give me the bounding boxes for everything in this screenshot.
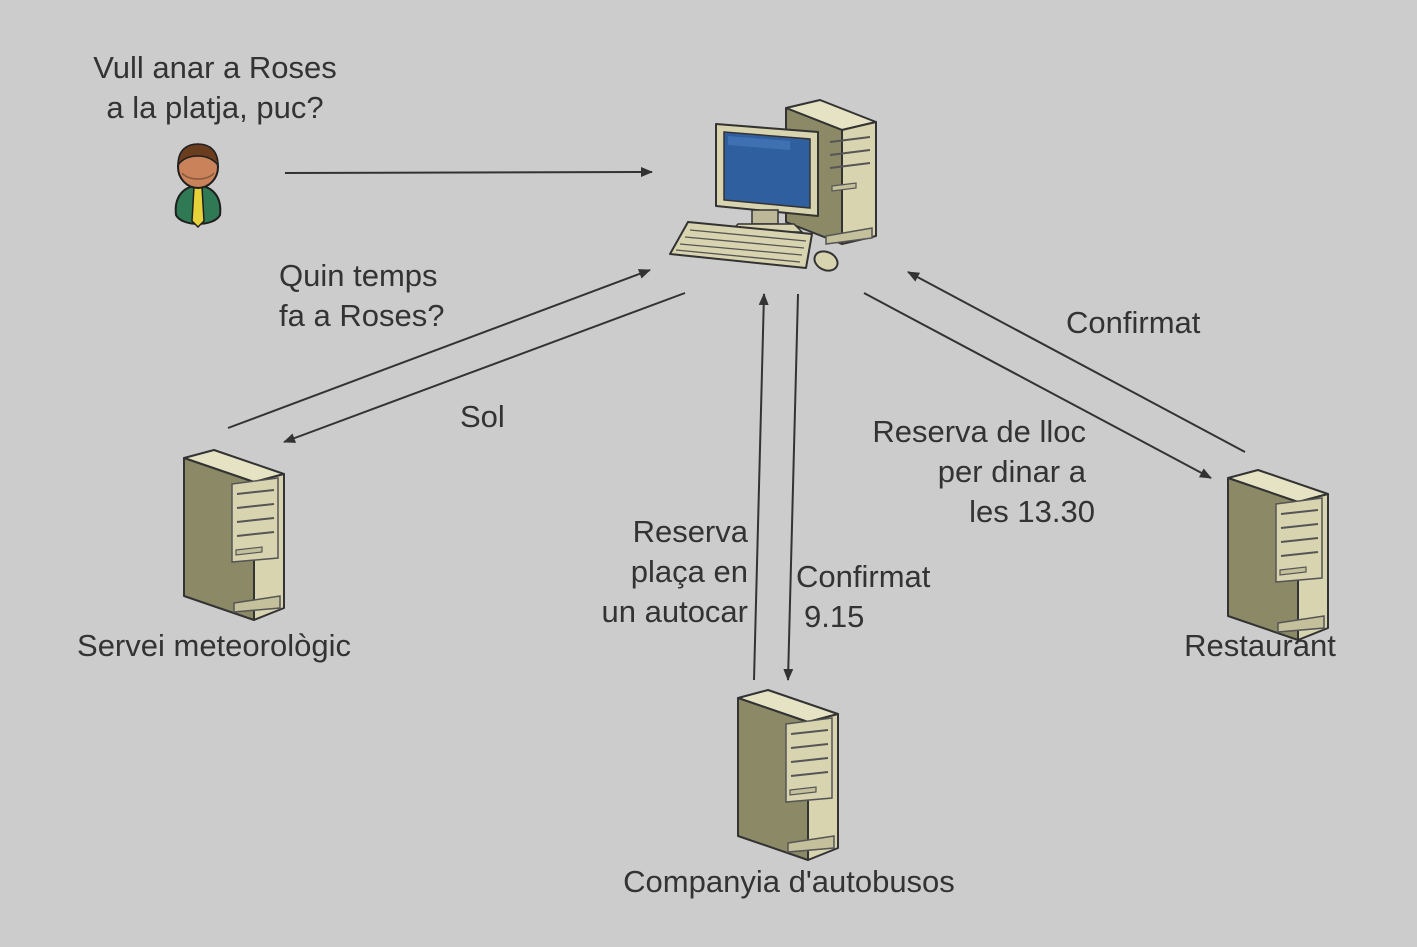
bus-server-icon	[737, 689, 839, 861]
restaurant-server-icon	[1227, 469, 1329, 641]
restaurant-label: Restaurant	[1160, 626, 1360, 666]
bus-reply-label: Confirmat 9.15	[796, 557, 930, 637]
restaurant-reply-line-1: Confirmat	[1066, 305, 1201, 340]
arrow-bus-request	[753, 293, 769, 681]
arrow-weather-reply	[283, 292, 686, 443]
bus-request-line-3: un autocar	[601, 594, 749, 629]
user-icon	[174, 143, 222, 229]
weather-query-label: Quin temps fa a Roses?	[279, 256, 444, 336]
arrow-user-to-computer	[284, 167, 653, 178]
restaurant-request-line-2: per dinar a	[937, 454, 1086, 489]
bus-company-name: Companyia d'autobusos	[623, 864, 955, 899]
arrow-weather-query	[227, 269, 651, 429]
weather-service-name: Servei meteorològic	[77, 628, 351, 663]
bus-request-line-2: plaça en	[630, 554, 748, 589]
restaurant-request-line-1: Reserva de lloc	[872, 414, 1086, 449]
bus-request-label: Reserva plaça en un autocar	[570, 512, 749, 632]
user-request-label: Vull anar a Roses a la platja, puc?	[70, 48, 360, 128]
weather-reply-label: Sol	[460, 397, 505, 437]
weather-query-line-2: fa a Roses?	[279, 298, 445, 333]
arrow-restaurant-request	[863, 292, 1212, 479]
arrow-bus-reply	[783, 293, 799, 681]
bus-reply-line-1: Confirmat	[796, 559, 931, 594]
restaurant-reply-label: Confirmat	[1066, 303, 1200, 343]
user-request-line-1: Vull anar a Roses	[93, 50, 337, 85]
computer-workstation-icon	[669, 99, 877, 272]
bus-request-line-1: Reserva	[632, 514, 748, 549]
weather-query-line-1: Quin temps	[279, 258, 438, 293]
restaurant-request-label: Reserva de lloc per dinar a les 13.30	[840, 412, 1095, 532]
bus-reply-line-2: 9.15	[804, 599, 865, 634]
restaurant-request-line-3: les 13.30	[969, 494, 1095, 529]
weather-reply-line-1: Sol	[460, 399, 505, 434]
weather-service-label: Servei meteorològic	[40, 626, 388, 666]
user-request-line-2: a la platja, puc?	[106, 90, 324, 125]
weather-server-icon	[183, 449, 285, 621]
bus-company-label: Companyia d'autobusos	[580, 862, 998, 902]
restaurant-name: Restaurant	[1184, 628, 1336, 663]
arrow-restaurant-reply	[907, 271, 1246, 453]
